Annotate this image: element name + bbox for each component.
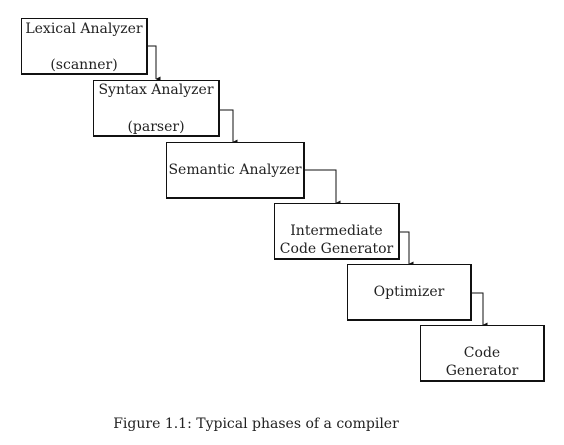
scanner-label: (scanner) [50, 57, 118, 73]
arrow-syntax-to-semantic [220, 109, 238, 145]
code-generator-line-label: Code Generator [279, 241, 394, 257]
syntax-analyzer-label: Syntax Analyzer [98, 82, 214, 98]
optimizer-label: Optimizer [373, 284, 445, 300]
generator-label: Generator [445, 363, 519, 379]
parser-label: (parser) [127, 119, 185, 135]
code-label: Code [463, 345, 501, 361]
syntax-analyzer-box: Syntax Analyzer (parser) [93, 80, 220, 137]
semantic-analyzer-label: Semantic Analyzer [168, 162, 302, 178]
arrow-lexical-to-syntax [148, 45, 161, 82]
arrow-semantic-to-intermediate [304, 169, 341, 206]
semantic-analyzer-box: Semantic Analyzer [166, 142, 305, 199]
arrow-optimizer-to-codegen [471, 292, 488, 328]
intermediate-code-generator-box: Intermediate Code Generator [274, 203, 400, 260]
optimizer-box: Optimizer [347, 264, 472, 321]
code-generator-box: Code Generator [420, 325, 545, 382]
arrow-intermediate-to-optimizer [399, 231, 414, 267]
lexical-analyzer-box: Lexical Analyzer (scanner) [21, 18, 148, 75]
lexical-analyzer-label: Lexical Analyzer [25, 21, 143, 37]
intermediate-label: Intermediate [290, 223, 383, 239]
figure-caption: Figure 1.1: Typical phases of a compiler [113, 416, 399, 432]
